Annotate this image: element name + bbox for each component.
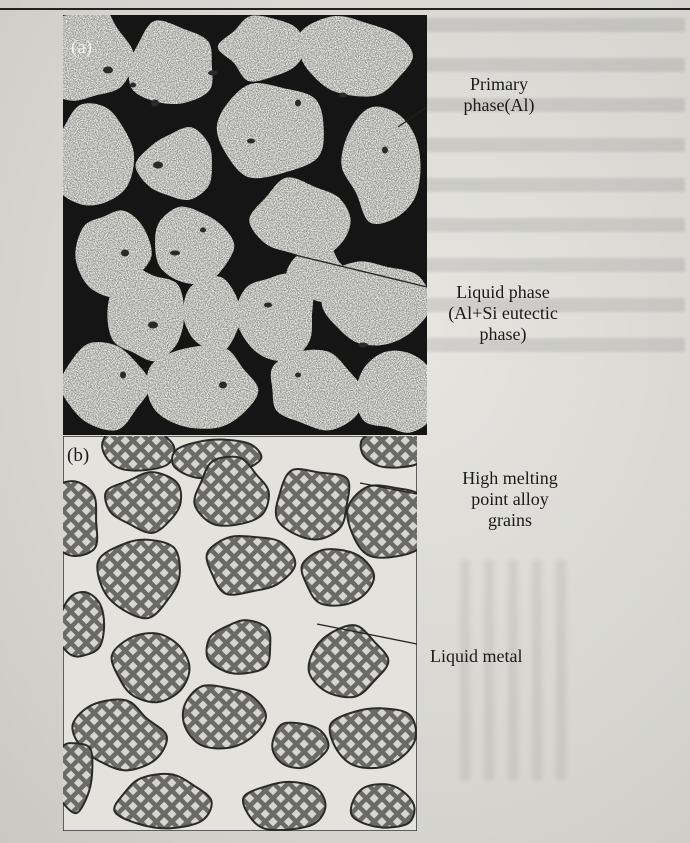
alloy-grain-12 <box>63 592 104 657</box>
pore-14 <box>219 382 227 389</box>
primary-phase-label: Primary phase(Al) <box>444 74 554 116</box>
alloy-grain-7 <box>276 469 349 539</box>
alloy-grain-21 <box>243 782 326 830</box>
pore-10 <box>382 147 388 154</box>
pore-18 <box>103 67 113 74</box>
pore-2 <box>151 100 159 107</box>
pore-15 <box>358 343 368 348</box>
pore-8 <box>121 250 129 257</box>
liquid-phase-label: Liquid phase (Al+Si eutectic phase) <box>418 282 588 345</box>
grains-line2: point alloy <box>440 489 580 510</box>
pore-3 <box>208 71 218 76</box>
primary-phase-line2: phase(Al) <box>444 95 554 116</box>
panel-b-tag: (b) <box>67 445 89 466</box>
pore-9 <box>170 251 180 256</box>
pore-17 <box>339 93 347 98</box>
top-rule <box>0 8 690 10</box>
primary-phase-line1: Primary <box>444 74 554 95</box>
grains-line3: grains <box>440 510 580 531</box>
liquid-metal-text: Liquid metal <box>430 646 580 667</box>
liquid-phase-line3: phase) <box>418 324 588 345</box>
pore-5 <box>247 139 255 144</box>
alloy-grain-4 <box>63 481 97 556</box>
alloy-grain-1 <box>102 436 174 471</box>
grains-line1: High melting <box>440 468 580 489</box>
micrograph-panel-a: (a) <box>63 15 427 435</box>
pore-6 <box>153 162 163 169</box>
pore-13 <box>295 373 301 378</box>
pore-4 <box>295 100 301 107</box>
pore-1 <box>130 83 136 88</box>
liquid-phase-line2: (Al+Si eutectic <box>418 303 588 324</box>
grains-label: High melting point alloy grains <box>440 468 580 531</box>
pore-16 <box>120 372 126 379</box>
pore-7 <box>200 228 206 233</box>
pore-12 <box>148 322 158 329</box>
schematic-panel-b: (b) <box>63 436 417 831</box>
panel-a-tag: (a) <box>71 37 92 58</box>
liquid-phase-line1: Liquid phase <box>418 282 588 303</box>
bleed-through-figure <box>460 560 580 780</box>
liquid-metal-label: Liquid metal <box>430 646 580 667</box>
pore-11 <box>264 303 272 308</box>
